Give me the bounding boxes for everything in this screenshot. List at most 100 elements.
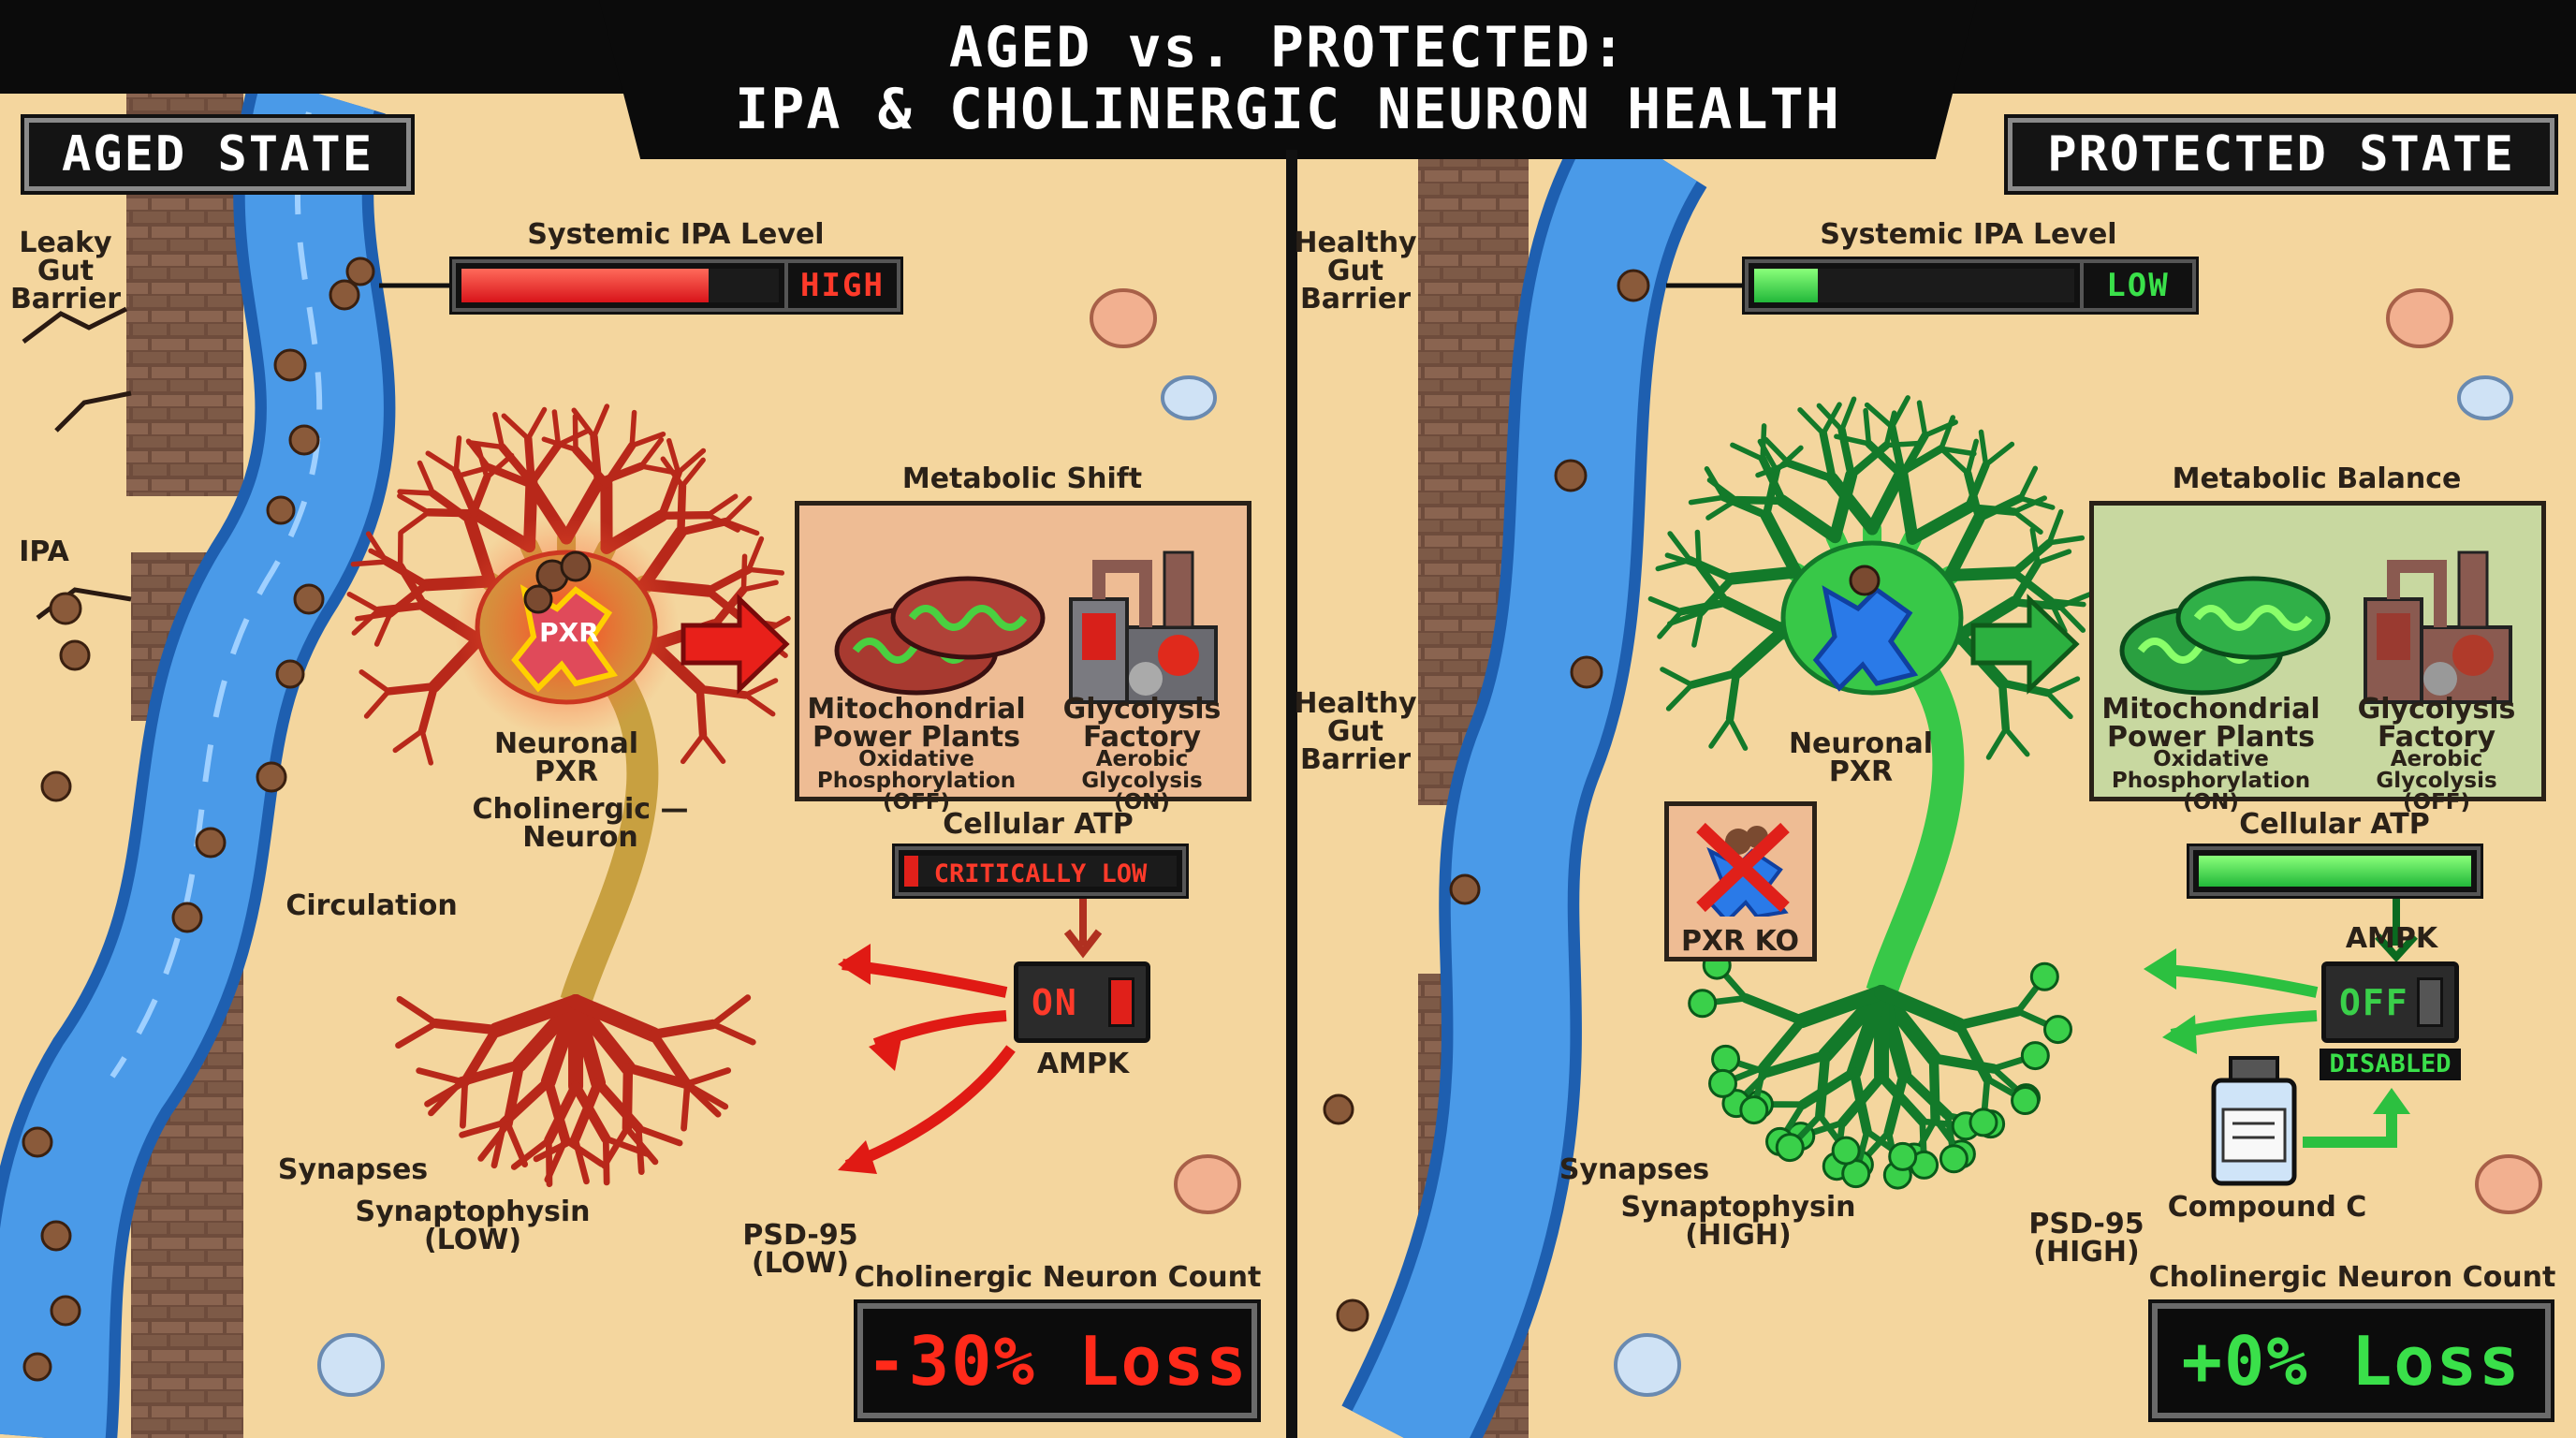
dendrite-branch — [1940, 448, 1970, 477]
dendrite-branch — [2017, 495, 2056, 510]
dendrite-branch — [498, 443, 536, 487]
dendrite-branch — [648, 1019, 718, 1040]
protected-state-label: PROTECTED STATE — [2004, 114, 2558, 195]
dendrite-branch — [746, 566, 785, 576]
protected-count-label: Cholinergic Neuron Count — [2148, 1261, 2556, 1294]
protected-ampk-switch-state: OFF — [2339, 981, 2409, 1023]
dendrite-branch — [1720, 493, 1771, 520]
protected-atp-fill — [2199, 856, 2471, 887]
dendrite-branch — [1939, 446, 1977, 457]
protected-ipa-level-fill — [1754, 269, 1819, 302]
dendrite-branch — [1849, 1066, 1872, 1137]
dendrite-branch — [1965, 438, 1979, 477]
dendrite-branch — [384, 682, 439, 696]
dendrite-branch — [681, 1081, 691, 1132]
dendrite-branch — [1760, 508, 1803, 579]
protected-ipa-status: LOW — [2080, 263, 2192, 308]
synapse-terminal — [1831, 1136, 1861, 1166]
dendrite-branch — [1794, 985, 1889, 1029]
dendrite-branch — [677, 517, 730, 536]
dendrite-branch — [396, 562, 429, 609]
dendrite-branch — [1694, 529, 1702, 568]
dendrite-branch — [571, 446, 611, 489]
dendrite-branch — [710, 1020, 756, 1046]
dendrite-branch — [1978, 429, 1989, 468]
dendrite-branch — [1866, 465, 1908, 536]
dendrite-branch — [1758, 1015, 1808, 1073]
dendrite-branch — [419, 727, 434, 766]
aged-ipa-level-fill — [461, 269, 710, 302]
metabolic-shift-title: Metabolic Shift — [901, 462, 1143, 495]
dendrite-branch — [1874, 985, 1967, 1034]
dendrite-branch — [392, 727, 425, 754]
aged-atp-label: Cellular ATP — [943, 808, 1134, 841]
dendrite-branch — [2056, 591, 2094, 609]
dendrite-branch — [453, 435, 462, 474]
dendrite-branch — [622, 1063, 692, 1090]
dendrite-branch — [395, 1020, 440, 1049]
dendrite-branch — [695, 684, 708, 740]
dendrite-branch — [593, 1078, 644, 1134]
dendrite-branch — [346, 591, 382, 613]
protected-ipa-level-label: Systemic IPA Level — [1820, 218, 2117, 251]
dendrite-branch — [591, 404, 610, 440]
dendrite-branch — [635, 1124, 683, 1147]
dendrite-branch — [541, 436, 578, 453]
ampk-disabled-badge: DISABLED — [2320, 1049, 2461, 1080]
aged-atp-bar: CRITICALLY LOW — [892, 844, 1189, 899]
dendrite-branch — [629, 431, 666, 448]
dendrite-branch — [683, 1081, 729, 1110]
dendrite-branch — [2035, 549, 2072, 565]
dendrite-branch — [510, 1137, 552, 1170]
dendrite-branch — [742, 678, 779, 698]
dendrite-branch — [1720, 595, 1791, 637]
dendrite-branch — [454, 464, 491, 479]
dendrite-branch — [1776, 494, 1841, 544]
pxr-receptor-aged — [511, 584, 619, 693]
dendrite-branch — [363, 688, 391, 719]
dendrite-branch — [638, 463, 677, 476]
dendrite-branch — [397, 492, 432, 516]
dendrite-branch — [2056, 604, 2086, 633]
dendrite-branch — [2044, 690, 2073, 720]
synapse-terminal — [2042, 1015, 2072, 1045]
synapse-terminal — [1708, 1068, 1738, 1098]
dendrite-branch — [1725, 668, 1741, 723]
dendrite-branch — [746, 536, 765, 573]
dendrite-branch — [1706, 477, 1739, 503]
dendrite-branch — [524, 434, 536, 489]
dendrite-branch — [740, 553, 748, 593]
dendrite-branch — [629, 409, 637, 448]
dendrite-branch — [723, 519, 760, 536]
synapse-terminal — [1739, 1095, 1769, 1125]
dendrite-branch — [1688, 494, 1727, 506]
dendrite-branch — [374, 601, 429, 615]
title-banner — [599, 0, 1977, 159]
aged-ampk-switch: ON — [1014, 961, 1150, 1043]
dendrite-branch — [397, 489, 436, 496]
dendrite-branch — [1985, 726, 2009, 760]
metabolic-balance-title: Metabolic Balance — [2172, 462, 2462, 495]
cholinergic-neuron-label: Cholinergic —Neuron — [472, 793, 689, 854]
dendrite-branch — [1821, 402, 1842, 436]
seashell-decorations — [317, 288, 2542, 1397]
dendrite-branch — [501, 413, 531, 442]
dendrite-branch — [680, 732, 706, 765]
dendrite-branch — [1906, 501, 1975, 545]
dendrite-branch — [1828, 468, 1858, 544]
dendrite-branch — [425, 450, 459, 474]
dendrite-branch — [477, 1121, 511, 1162]
dendrite-branch — [505, 1121, 529, 1168]
dendrite-branch — [544, 1137, 569, 1183]
dendrite-branch — [1876, 1071, 1928, 1127]
dendrite-branch — [602, 1135, 651, 1157]
protected-synaptophysin-label: Synaptophysin(HIGH) — [1620, 1191, 1856, 1252]
dendrite-branch — [1755, 461, 1792, 478]
synapse-terminal — [1888, 1141, 1918, 1171]
dendrite-branch — [525, 406, 548, 442]
aged-ipa-status: HIGH — [784, 263, 897, 308]
dendrite-branch — [740, 580, 779, 593]
dendrite-branch — [492, 412, 505, 450]
